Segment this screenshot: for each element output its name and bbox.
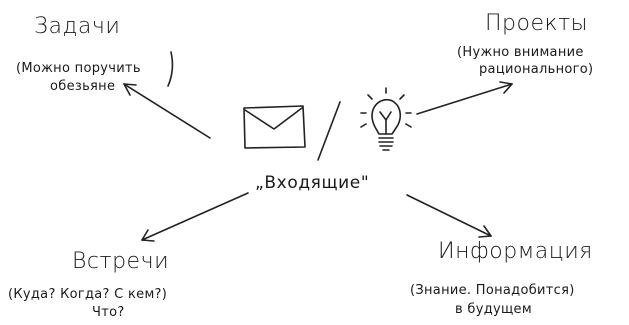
arrow-to-information: [406, 194, 492, 238]
node-projects-subtitle-line2: рационального): [479, 62, 593, 77]
node-projects: Проекты (Нужно внимание рационального): [457, 11, 593, 77]
node-meetings-subtitle-line2: Что?: [92, 305, 125, 320]
node-meetings: Встречи (Куда? Когда? С кем?) Что?: [8, 249, 169, 320]
node-information-title: Информация: [438, 239, 593, 264]
node-meetings-title: Встречи: [72, 249, 169, 274]
node-projects-subtitle-line1: (Нужно внимание: [457, 45, 584, 60]
node-tasks-subtitle-line2: обезьяне: [50, 79, 115, 94]
node-information-subtitle-line2: в будущем: [455, 302, 532, 317]
arrow-to-tasks: [123, 83, 211, 139]
node-tasks-title: Задачи: [34, 14, 120, 39]
envelope-icon: [243, 105, 306, 149]
center-label: „Входящие": [255, 173, 369, 193]
node-tasks-bracket: [167, 51, 174, 87]
node-meetings-subtitle-line1: (Куда? Когда? С кем?): [8, 287, 167, 302]
separator-slash: [317, 101, 341, 161]
lightbulb-icon: [360, 87, 412, 151]
node-tasks-subtitle-line1: (Можно поручить: [16, 61, 141, 76]
node-projects-title: Проекты: [485, 11, 588, 36]
arrow-to-meetings: [141, 192, 249, 242]
node-tasks: Задачи (Можно поручить обезьяне: [16, 14, 174, 94]
node-information-subtitle-line1: (Знание. Понадобится): [410, 283, 575, 298]
arrow-to-projects: [416, 81, 513, 115]
node-information: Информация (Знание. Понадобится) в будущ…: [410, 239, 593, 317]
